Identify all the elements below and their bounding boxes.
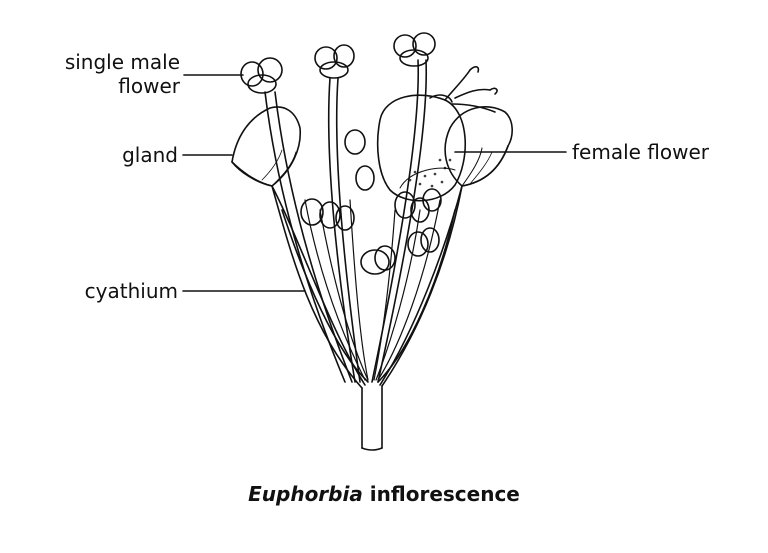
male-flower-head-right bbox=[393, 32, 436, 67]
label-single-male-flower: single male flower bbox=[65, 50, 180, 98]
diagram-caption: Euphorbia inflorescence bbox=[0, 482, 768, 506]
male-flower-head-center bbox=[314, 44, 355, 79]
gland-left bbox=[231, 106, 302, 187]
male-flower-stalks bbox=[264, 59, 441, 383]
label-gland: gland bbox=[122, 143, 178, 167]
inner-buds bbox=[300, 129, 442, 275]
female-flower bbox=[376, 66, 498, 202]
gland-right bbox=[444, 106, 513, 187]
label-female-flower: female flower bbox=[572, 140, 710, 164]
label-single-male-line1: single male bbox=[64, 50, 180, 74]
cyathium-cup bbox=[231, 145, 509, 389]
stalk bbox=[361, 385, 383, 451]
label-single-male-line2: flower bbox=[118, 74, 180, 98]
caption-rest: inflorescence bbox=[362, 482, 520, 506]
label-cyathium: cyathium bbox=[84, 279, 178, 303]
male-flower-head-left bbox=[240, 57, 283, 94]
caption-genus: Euphorbia bbox=[248, 482, 363, 506]
